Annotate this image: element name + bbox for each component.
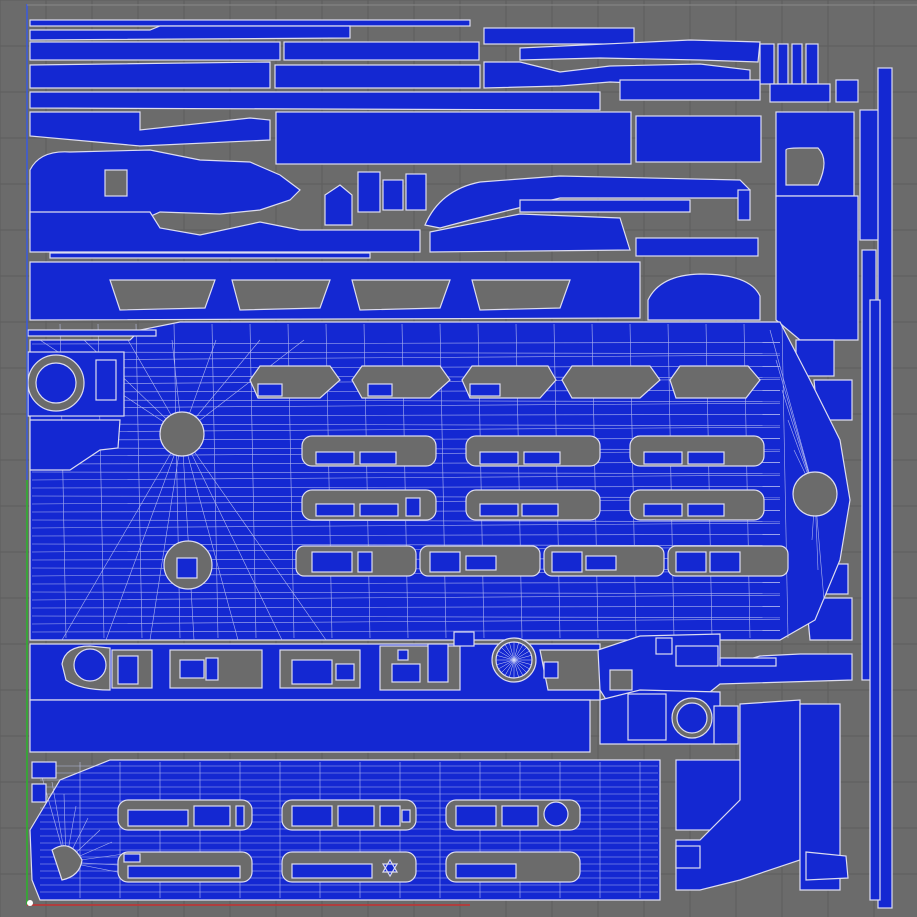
uv-island-upper-body[interactable] <box>29 149 759 257</box>
uv-axes <box>26 4 917 906</box>
uv-island-lower-bands[interactable] <box>29 631 601 753</box>
uv-island-left-details[interactable] <box>27 329 157 471</box>
uv-island-side-panel[interactable] <box>29 252 761 321</box>
uv-island-top-strips[interactable] <box>29 19 859 165</box>
uv-island-bottom-panel[interactable] <box>29 759 661 901</box>
uv-island-lower-right[interactable] <box>597 633 853 891</box>
star-of-david-icon <box>381 858 399 878</box>
gear-icon <box>543 801 569 827</box>
origin-dot-icon <box>27 900 33 906</box>
uv-island-main-hull[interactable] <box>29 321 851 641</box>
